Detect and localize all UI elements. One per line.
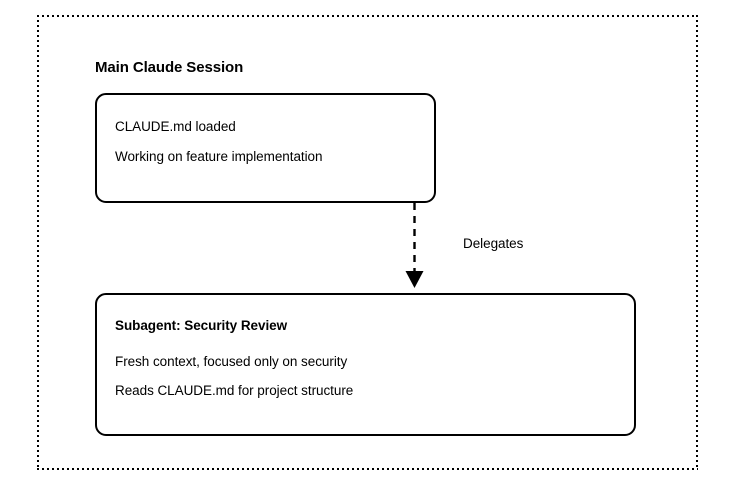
- outer-dotted-container: [37, 15, 698, 470]
- delegation-arrow-label: Delegates: [463, 236, 524, 251]
- container-border-right: [696, 15, 698, 470]
- node-subagent-security-review[interactable]: Subagent: Security Review Fresh context,…: [95, 293, 636, 436]
- node-subagent-heading: Subagent: Security Review: [115, 318, 288, 333]
- node-main-session[interactable]: CLAUDE.md loaded Working on feature impl…: [95, 93, 436, 203]
- node-subagent-line-1: Fresh context, focused only on security: [115, 354, 348, 369]
- section-title-main-claude-session: Main Claude Session: [95, 59, 244, 76]
- node-main-session-line-1: CLAUDE.md loaded: [115, 119, 236, 134]
- container-border-bottom: [37, 468, 698, 470]
- node-subagent-line-2: Reads CLAUDE.md for project structure: [115, 383, 354, 398]
- node-main-session-line-2: Working on feature implementation: [115, 149, 323, 164]
- container-border-top: [37, 15, 698, 17]
- container-border-left: [37, 15, 39, 470]
